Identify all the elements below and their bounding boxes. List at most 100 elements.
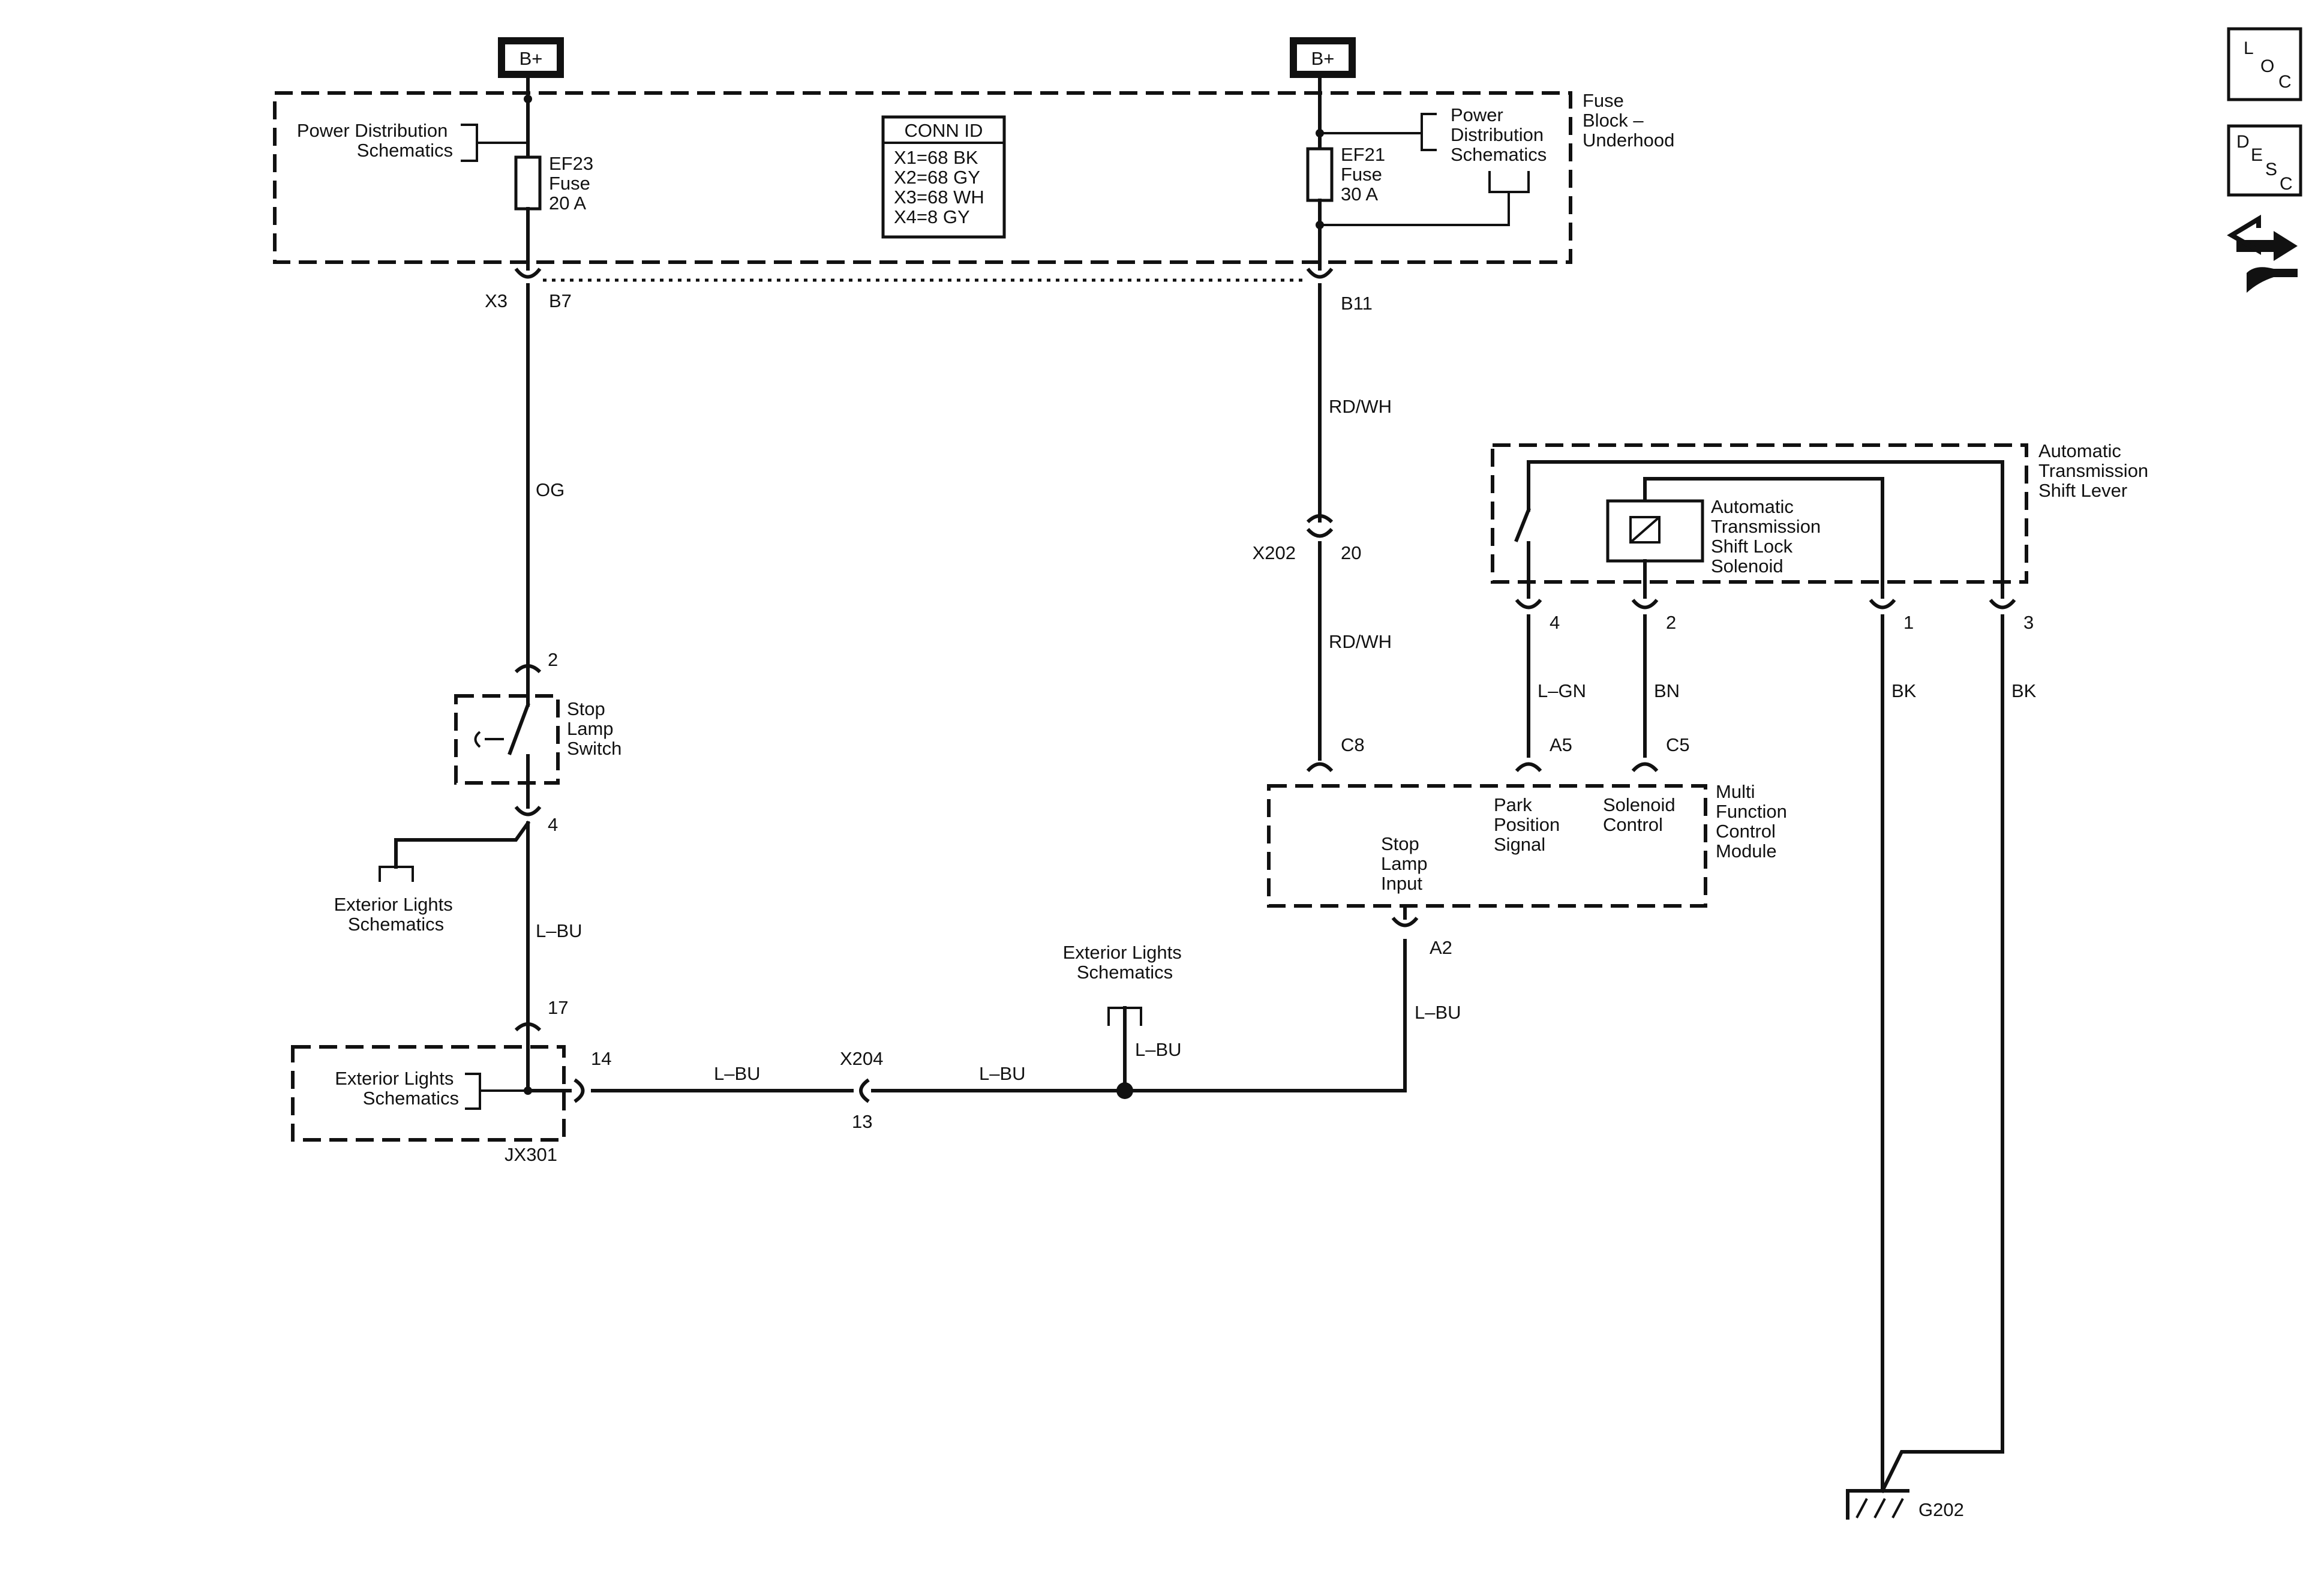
solenoid-coil-slash [1629, 516, 1661, 544]
pin-shift-4-label: 4 [1550, 612, 1560, 633]
stop-lamp-switch-outline [454, 694, 560, 785]
jx301-label: JX301 [505, 1144, 557, 1165]
pin-shift-3-label: 3 [2023, 612, 2034, 633]
pin-2-label: 2 [548, 649, 558, 670]
ext-lights-2-label: Exterior Lights Schematics [335, 1068, 459, 1109]
wire-og-label: OG [536, 479, 565, 500]
fuse-block-title: Fuse Block – Underhood [1583, 90, 1674, 151]
mfcm-outline [1267, 784, 1707, 908]
connector-pin14 [574, 1078, 585, 1103]
pin-a5-label: A5 [1550, 734, 1572, 755]
power-distribution-ref-right: Power Distribution Schematics [1451, 104, 1549, 165]
connector-x3-b7 [514, 268, 542, 279]
connector-shift-pin4 [1515, 599, 1542, 610]
connector-x204 [859, 1078, 870, 1103]
svg-text:C: C [2280, 174, 2293, 194]
power-distribution-ref-right-bracket-bottom [1320, 171, 1530, 226]
connector-shift-pin2 [1631, 599, 1659, 610]
svg-text:O: O [2260, 56, 2274, 76]
ext-lights-1-bracket [379, 866, 414, 882]
power-distribution-ref-right-bracket-top [1320, 113, 1437, 151]
bplus-terminal-right: B+ [1290, 37, 1356, 78]
stop-lamp-switch-label: Stop Lamp Switch [567, 698, 621, 759]
pin-17-label: 17 [548, 997, 568, 1018]
shift-lock-solenoid-label: Automatic Transmission Shift Lock Soleno… [1711, 496, 1826, 577]
loc-icon[interactable]: L O C [2227, 27, 2302, 101]
fuse-ef21-symbol [1306, 147, 1334, 202]
pin-c8-label: C8 [1341, 734, 1365, 755]
fuse-ef23-label: EF23 Fuse 20 A [549, 153, 599, 214]
conn-id-title: CONN ID [905, 120, 983, 141]
ground-g202-label: G202 [1918, 1499, 1964, 1520]
connector-shift-pin1 [1869, 599, 1896, 610]
wire-bn-label: BN [1654, 680, 1680, 701]
wire-shift-lever-loop-outer [1527, 460, 2004, 599]
pin-x3-label: X3 [485, 290, 508, 311]
wire-rdwh1-label: RD/WH [1329, 396, 1392, 417]
bplus-label-left: B+ [520, 48, 543, 69]
pin-a2-label: A2 [1430, 937, 1452, 958]
ground-g202-symbol [1846, 1489, 1909, 1520]
shift-lever-outline [1491, 443, 2028, 584]
power-distribution-ref-left: Power Distribution Schematics [297, 120, 453, 161]
wire-lbu1-label: L–BU [536, 920, 582, 941]
pin-shift-1-label: 1 [1903, 612, 1914, 633]
connector-b11 [1306, 268, 1334, 279]
connector-c5 [1631, 762, 1659, 773]
svg-text:S: S [2265, 160, 2277, 179]
conn-id-box: CONN ID X1=68 BK X2=68 GY X3=68 WH X4=8 … [881, 115, 1006, 239]
pin-13-label: 13 [852, 1111, 872, 1132]
pin-c5-label: C5 [1666, 734, 1690, 755]
switch-blade [508, 703, 530, 755]
ext-lights-3-bracket [1107, 1007, 1142, 1026]
wire-branch-ext-lights-1 [394, 820, 531, 869]
pin-x202-label: X202 [1253, 542, 1296, 563]
wire-lbu2-label: L–BU [714, 1063, 761, 1084]
svg-text:E: E [2251, 145, 2263, 165]
wrench-hand-icon[interactable] [2227, 214, 2298, 293]
bplus-terminal-left: B+ [498, 37, 564, 78]
connector-a5 [1515, 762, 1542, 773]
wire-lbu3-label: L–BU [979, 1063, 1026, 1084]
connector-c8 [1306, 762, 1334, 773]
pin-14-label: 14 [591, 1048, 611, 1069]
splice-left-bus [524, 95, 532, 103]
wire-lbu5-label: L–BU [1415, 1002, 1461, 1023]
pin-4-label: 4 [548, 814, 558, 835]
fuse-ef21-label: EF21 Fuse 30 A [1341, 144, 1391, 205]
connector-a2 [1391, 917, 1419, 927]
desc-icon[interactable]: D E S C [2227, 124, 2302, 197]
wire-bk-2 [1879, 614, 2004, 1494]
fuse-ef23-symbol [514, 155, 542, 211]
shift-lever-title: Automatic Transmission Shift Lever [2038, 440, 2154, 501]
connector-shift-pin3 [1989, 599, 2016, 610]
connector-x202-bottom [1306, 527, 1334, 538]
svg-text:L: L [2244, 38, 2254, 58]
jx301-outline [291, 1045, 566, 1142]
connector-pin17 [514, 1022, 542, 1032]
mfcm-title: Multi Function Control Module [1716, 781, 1792, 861]
mfcm-stop-lamp-input: Stop Lamp Input [1381, 833, 1433, 894]
wire-bk1-label: BK [1891, 680, 1917, 701]
pin-shift-2-label: 2 [1666, 612, 1676, 633]
mfcm-park-position-signal: Park Position Signal [1494, 794, 1565, 855]
wire-lgn-label: L–GN [1538, 680, 1586, 701]
fuse-block-outline [273, 91, 1572, 264]
power-distribution-ref-left-bracket [461, 124, 528, 162]
wire-shift-lever-loop-inner [1643, 477, 1884, 599]
conn-id-lines: X1=68 BK X2=68 GY X3=68 WH X4=8 GY [894, 147, 989, 227]
pin-20-label: 20 [1341, 542, 1361, 563]
wire-bk2-label: BK [2011, 680, 2037, 701]
bplus-label-right: B+ [1311, 48, 1335, 69]
switch-actuator [474, 731, 504, 748]
wire-rdwh2-label: RD/WH [1329, 631, 1392, 652]
svg-text:D: D [2236, 132, 2250, 152]
ext-lights-3-label: Exterior Lights Schematics [1063, 942, 1187, 983]
park-switch-blade [1514, 508, 1531, 542]
wire-lbu4-label: L–BU [1135, 1039, 1182, 1060]
connector-stop-switch-pin2 [514, 664, 542, 674]
pin-x204-label: X204 [840, 1048, 883, 1069]
mfcm-solenoid-control: Solenoid Control [1603, 794, 1680, 835]
pin-b11-label: B11 [1341, 293, 1373, 314]
